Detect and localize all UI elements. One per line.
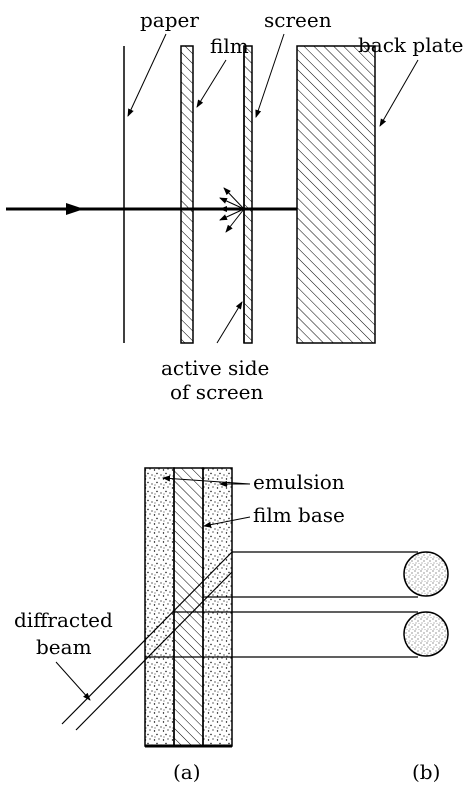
screen-leader	[255, 33, 285, 118]
double-image-panel-b: (b)	[403, 551, 449, 784]
active-side-label-line2: of screen	[170, 380, 263, 404]
emulsion-leader-front	[162, 475, 251, 485]
film-leader	[196, 59, 227, 108]
film-layer	[180, 45, 194, 344]
diffracted-beam-leader	[55, 661, 91, 701]
paper-label: paper	[140, 8, 199, 32]
cassette-cross-section: paper film screen back plate active side…	[6, 8, 463, 404]
panel-b-label: (b)	[412, 760, 440, 784]
film-base-leader	[203, 516, 251, 528]
back-plate	[296, 45, 376, 344]
fluorescence-rays	[219, 187, 245, 233]
film-base-label: film base	[253, 503, 345, 527]
diffracted-beam-label-line2: beam	[36, 635, 92, 659]
screen-layer	[243, 45, 253, 344]
back-plate-leader	[379, 59, 419, 127]
emulsion-back	[202, 467, 233, 747]
image-spot-lower	[403, 611, 449, 657]
incident-beam-arrowhead	[66, 203, 84, 215]
emulsion-front	[144, 467, 175, 747]
panel-a-label: (a)	[173, 760, 201, 784]
active-side-leader	[216, 301, 243, 344]
paper-leader	[127, 33, 167, 117]
back-plate-label: back plate	[358, 33, 463, 57]
active-side-label-line1: active side	[161, 356, 269, 380]
diffracted-beam-label-line1: diffracted	[14, 608, 113, 632]
screen-label: screen	[264, 8, 332, 32]
image-spot-upper	[403, 551, 449, 597]
projection-lines	[145, 551, 418, 658]
film-section-panel-a: emulsion film base diffracted beam (a)	[14, 467, 418, 784]
film-label: film	[210, 34, 249, 58]
emulsion-label: emulsion	[253, 470, 345, 494]
